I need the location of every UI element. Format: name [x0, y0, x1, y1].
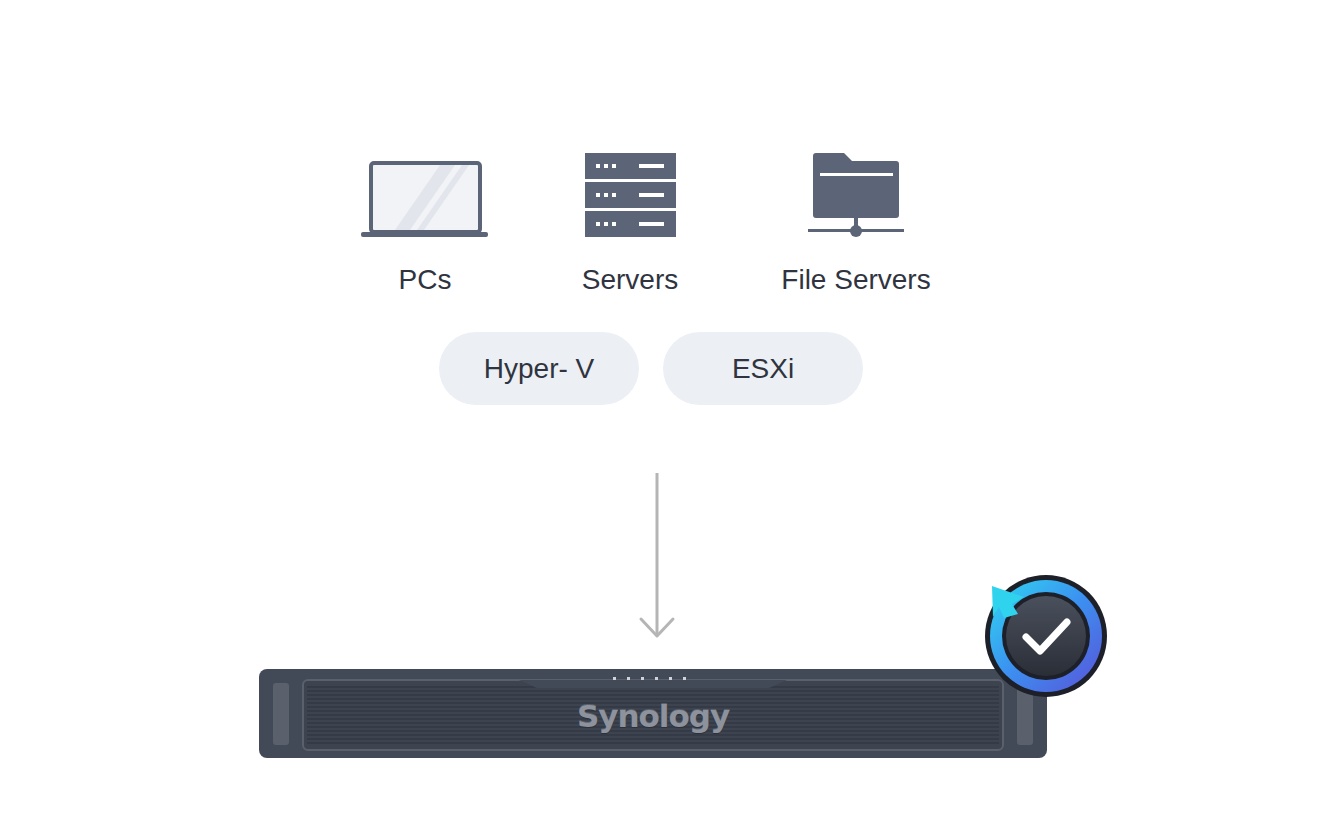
brand-logo: Synology [259, 697, 1047, 735]
backup-badge [985, 575, 1107, 697]
nas-device: Synology [259, 669, 1047, 758]
icon-label: Servers [560, 263, 700, 297]
file-server-icon [770, 150, 942, 250]
icon-label: PCs [355, 263, 495, 297]
laptop-icon [355, 150, 495, 250]
pill-label: ESXi [732, 353, 794, 385]
pill-label: Hyper- V [484, 353, 594, 385]
server-icon [560, 150, 700, 250]
icon-label: File Servers [770, 263, 942, 297]
platform-pill: ESXi [663, 332, 863, 405]
server-node: Servers [560, 150, 700, 300]
flow-arrow [641, 473, 673, 636]
platform-pill: Hyper- V [439, 332, 639, 405]
pc-node: PCs [355, 150, 495, 300]
file-server-node: File Servers [770, 150, 942, 300]
